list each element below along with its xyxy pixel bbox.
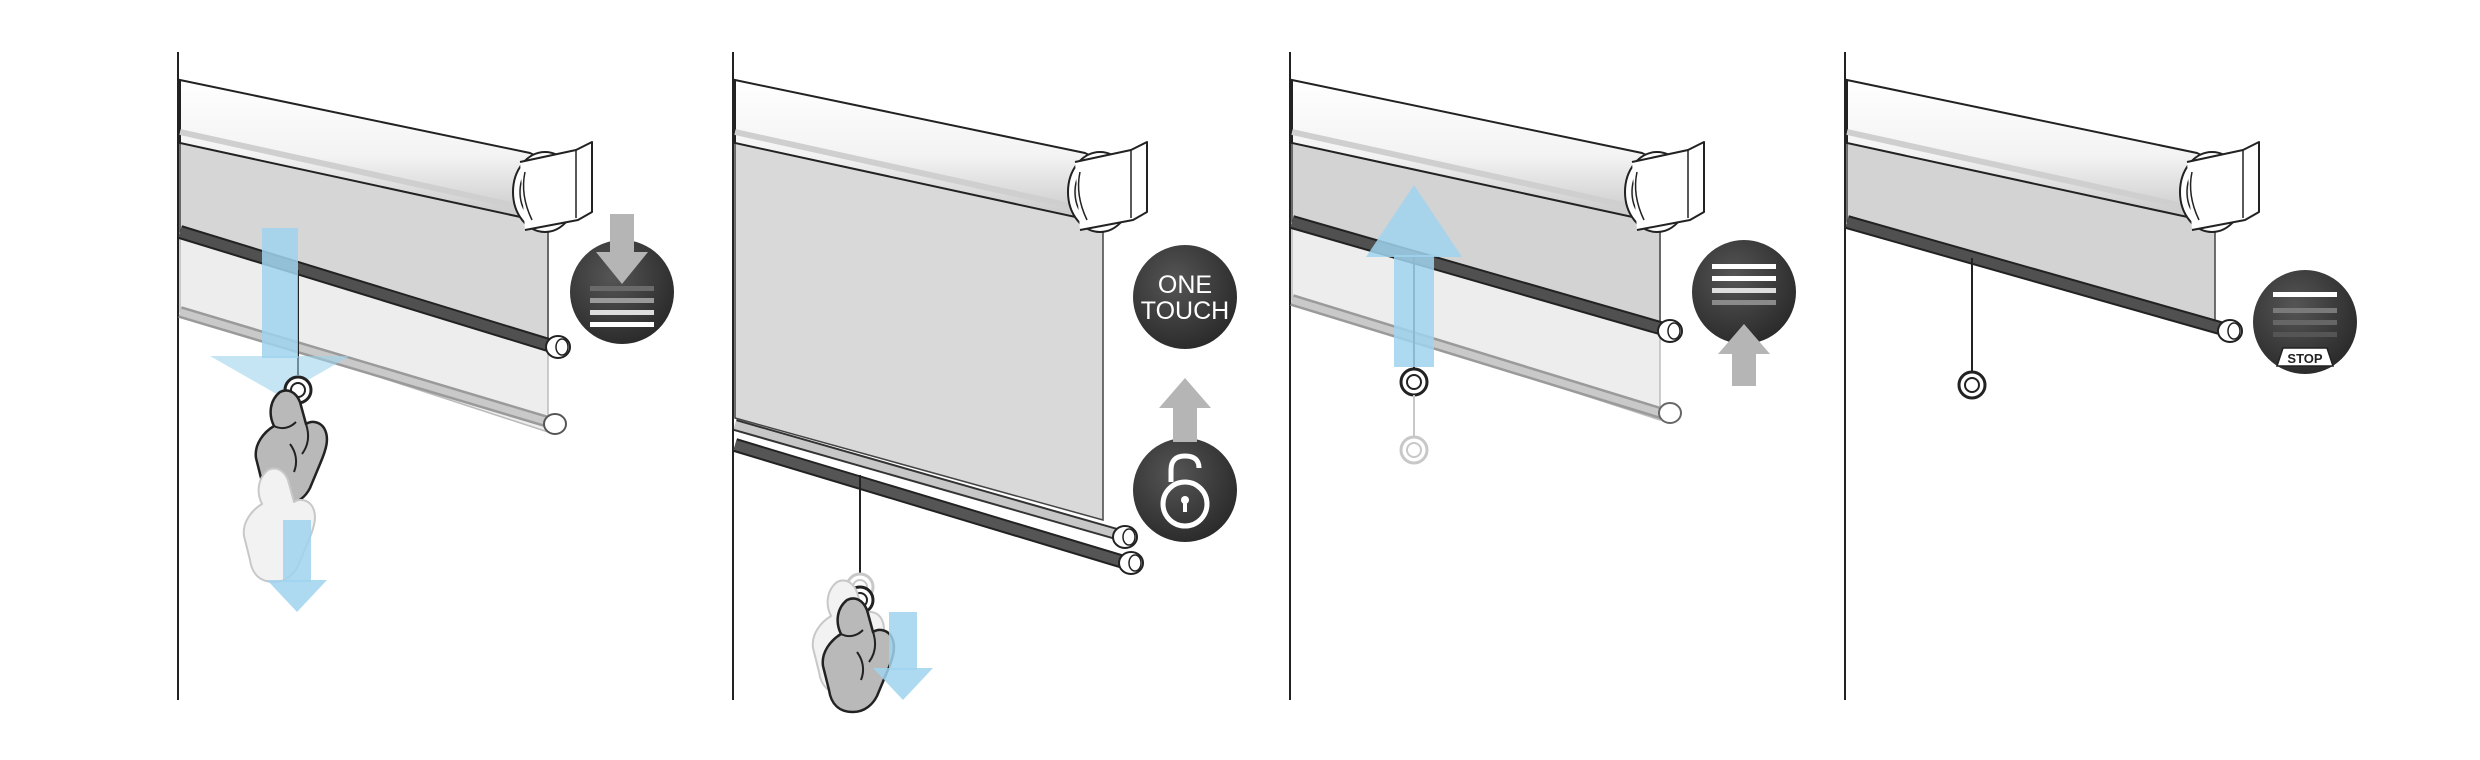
one-touch-badge: ONE TOUCH [1133, 245, 1237, 349]
lines-arrow-up-icon [1692, 240, 1796, 386]
lines-stop-icon: STOP [2253, 270, 2357, 374]
arrow-up-unlock-icon [1133, 378, 1237, 542]
arrow-down-lines-icon [570, 214, 674, 344]
panel-2-one-touch: ONE TOUCH [735, 80, 1237, 714]
one-touch-line1: ONE [1158, 271, 1212, 299]
stop-label: STOP [2287, 351, 2322, 366]
one-touch-line2: TOUCH [1141, 297, 1229, 325]
panel-dividers [177, 52, 1846, 700]
panel-3-retract-up [1292, 80, 1796, 465]
panel-1-pull-down [180, 80, 674, 612]
panel-4-stop: STOP [1847, 80, 2357, 400]
